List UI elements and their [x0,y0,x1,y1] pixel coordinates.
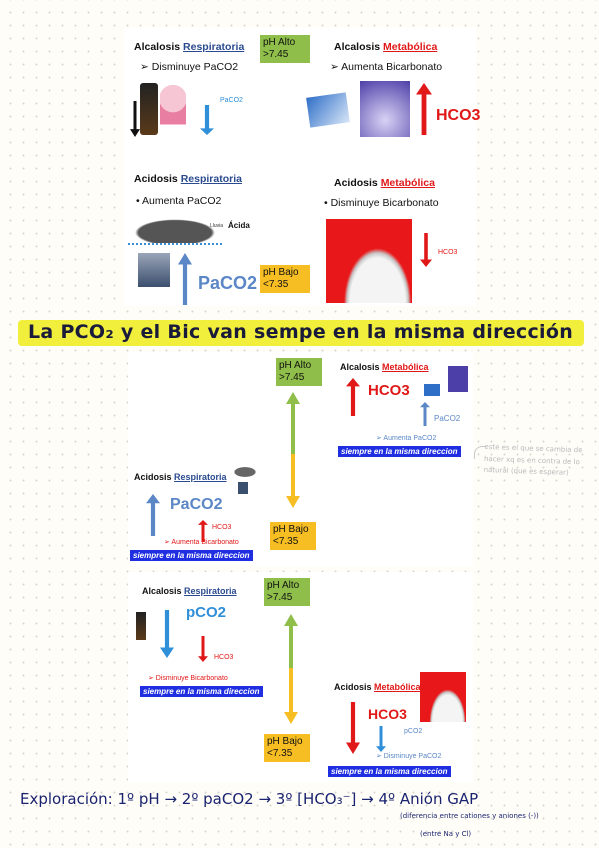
hco3-down-arrow [198,636,208,662]
paco2-up-arrow [146,494,160,536]
ph-axis-arrow-up [286,392,300,404]
resp-alk-bullet: ➢ Disminuye Bicarbonato [148,675,228,682]
ph-axis-green [291,402,295,454]
resp-alkalosis-title: Alcalosis Respiratoria [134,41,245,53]
cloud-small-label: Lluvia [210,223,224,229]
hco3-label: HCO3 [212,524,232,531]
headline-highlight [18,320,584,346]
paco2-up-arrow [178,253,192,305]
resp-alkalosis-bullet: ➢ Disminuye PaCO2 [140,61,239,73]
met-alkalosis-title: Alcalosis Metabólica [334,41,438,53]
hco3-down-arrow [346,702,360,754]
resp-acid-bullet: ➢ Aumenta Bicarbonato [164,539,239,546]
ph-axis-orange [289,668,293,714]
pco2-big-label: pCO2 [186,604,227,621]
ph-axis-orange [291,454,295,498]
bunny-image [160,83,186,135]
ph-high-box: pH Alto>7.45 [260,35,310,63]
anion-gap-note-2: (entre Na y Cl) [420,830,472,838]
sugar-image [420,672,466,722]
same-direction-banner: siempre en la misma direccion [338,446,461,457]
antacid-image [424,384,440,396]
pco2-down-arrow [376,726,386,752]
ph-axis-arrow-down [284,712,298,724]
hco3-small-label: HCO3 [438,249,458,256]
ph-axis-green [289,624,293,668]
paco2-up-arrow [420,402,430,426]
paco2-big-label: PaCO2 [170,496,223,513]
fizzing-glass-image [360,81,410,137]
cloud-image [232,466,258,478]
exploration-steps: Exploración: 1º pH → 2º paCO2 → 3º [HCO₃… [20,790,479,808]
ph-high-box: pH Alto>7.45 [264,578,310,606]
met-acidosis-bullet: • Disminuye Bicarbonato [324,197,439,209]
resp-acidosis-title: Acidosis Respiratoria [134,173,242,185]
factory-smoke-image [138,253,170,287]
same-direction-banner: siempre en la misma direccion [328,766,451,777]
met-alkalosis-title: Alcalosis Metabólica [340,362,429,372]
sugar-pile-image [326,219,412,303]
anion-gap-note: (diferencia entre cationes y aniones (-)… [400,812,539,820]
fizzing-glass-image [448,366,468,392]
paco2-label: PaCO2 [434,414,461,423]
ph-low-box: pH Bajo<7.35 [270,522,316,550]
pco2-down-arrow [160,610,174,658]
panel-compensation-upper: pH Alto>7.45 pH Bajo<7.35 Alcalosis Meta… [128,352,473,566]
met-acid-bullet: ➢ Disminuye PaCO2 [376,753,442,760]
pco2-label: pCO2 [404,728,423,735]
same-direction-banner: siempre en la misma direccion [140,686,263,697]
paco2-label: PaCO2 [220,97,243,104]
side-note-bracket [474,446,485,459]
side-note: este es el que se cambia de hacer xq es … [483,442,583,477]
hco3-up-arrow [416,83,432,135]
ph-low-box: pH Bajo<7.35 [264,734,310,762]
acid-rain-cloud-image [128,217,222,245]
paco2-big-label: PaCO2 [198,273,258,293]
headline-text: La PCO₂ y el Bic van sempe en la misma d… [28,321,574,343]
factory-image [238,482,248,494]
panel-acid-base-overview: Alcalosis Respiratoria ➢ Disminuye PaCO2… [124,27,480,306]
panel-compensation-lower: pH Alto>7.45 pH Bajo<7.35 Alcalosis Resp… [128,572,473,782]
cloud-acid-label: Ácida [228,221,250,230]
met-acidosis-title: Acidosis Metabólica [334,682,421,692]
met-acidosis-title: Acidosis Metabólica [334,177,435,189]
met-alk-bullet: ➢ Aumenta PaCO2 [376,435,437,442]
hco3-label: HCO3 [368,706,407,722]
paco2-down-arrow-blue [200,105,214,135]
hco3-label: HCO3 [214,654,234,661]
met-alkalosis-bullet: ➢ Aumenta Bicarbonato [330,61,443,73]
resp-acidosis-bullet: • Aumenta PaCO2 [136,195,222,207]
ph-axis-arrow-up [284,614,298,626]
battery-image [140,83,158,135]
hco3-label: HCO3 [436,107,481,124]
ph-low-box: pH Bajo<7.35 [260,265,310,293]
hco3-up-arrow [346,378,360,416]
resp-alkalosis-title: Alcalosis Respiratoria [142,586,237,596]
hco3-label: HCO3 [368,382,410,399]
ph-axis-arrow-down [286,496,300,508]
same-direction-banner: siempre en la misma direccion [130,550,253,561]
battery-bunny-image [136,612,146,640]
hco3-down-arrow [420,233,432,267]
ph-high-box: pH Alto>7.45 [276,358,322,386]
antacid-box-image [306,92,350,128]
paco2-down-arrow-black [130,101,140,137]
resp-acidosis-title: Acidosis Respiratoria [134,472,227,482]
